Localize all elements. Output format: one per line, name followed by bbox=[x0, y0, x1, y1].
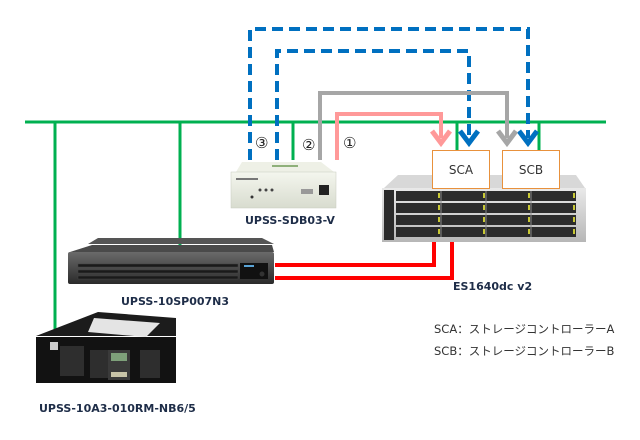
signal-path-3-scb bbox=[248, 27, 539, 160]
tower-ups-label: UPSS-10A3-010RM-NB6/5 bbox=[39, 402, 196, 415]
power-line-b bbox=[275, 238, 454, 280]
arrow-head-icon bbox=[458, 129, 480, 148]
tower-ups-device-image bbox=[36, 312, 176, 383]
power-lines bbox=[275, 238, 454, 280]
sdb-device-image bbox=[230, 162, 337, 209]
controller-scb: SCB bbox=[502, 150, 560, 189]
arrow-head-icon bbox=[430, 129, 452, 148]
legend-sca: SCA：ストレージコントローラーA bbox=[434, 322, 615, 336]
arrow-head-icon bbox=[517, 129, 539, 148]
arrow-head-icon bbox=[496, 129, 518, 148]
controller-sca: SCA bbox=[432, 150, 490, 189]
network-lines bbox=[25, 120, 606, 330]
storage-label: ES1640dc v2 bbox=[453, 280, 533, 293]
rack-ups-device-image bbox=[68, 238, 274, 284]
signal-path-1 bbox=[335, 112, 452, 160]
controller-scb-label: SCB bbox=[518, 162, 544, 177]
connection-number-2: ② bbox=[302, 136, 316, 154]
rack-ups-label: UPSS-10SP007N3 bbox=[121, 295, 230, 308]
signal-path-2 bbox=[318, 91, 518, 160]
sdb-label: UPSS-SDB03-V bbox=[245, 214, 335, 227]
legend-scb: SCB：ストレージコントローラーB bbox=[434, 344, 615, 358]
connection-number-3: ③ bbox=[255, 134, 269, 152]
controller-sca-label: SCA bbox=[448, 162, 474, 177]
connection-number-1: ① bbox=[343, 134, 357, 152]
power-line-a bbox=[275, 238, 436, 267]
